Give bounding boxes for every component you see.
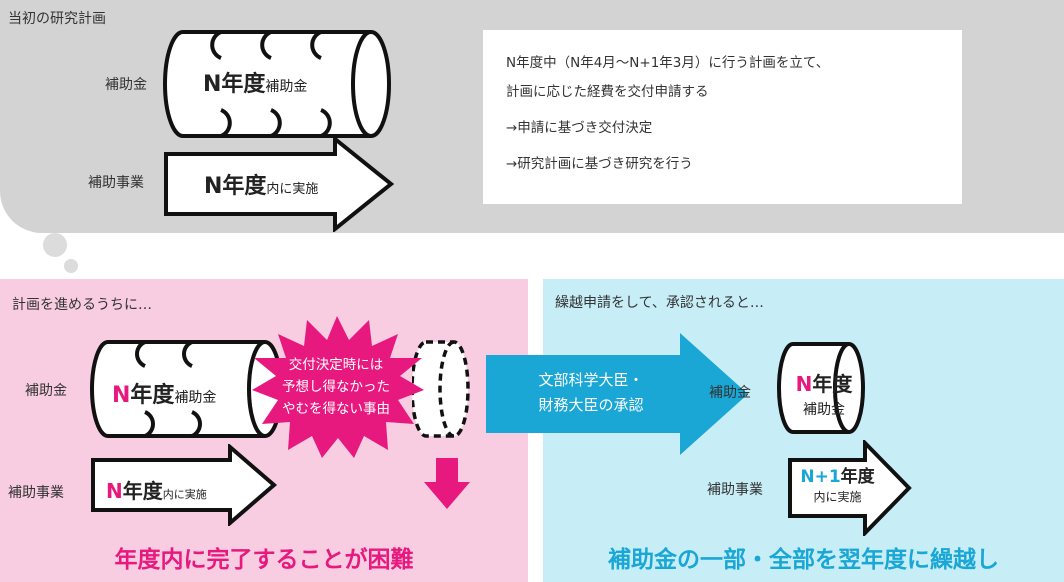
top-project-arrow xyxy=(164,136,395,232)
remaining-dashed-barrel xyxy=(412,340,470,438)
carryover-caption: 補助金の一部・全部を翌年度に繰越し xyxy=(608,547,999,573)
top-project-label: 補助事業 xyxy=(88,175,144,191)
top-barrel-sub: 補助金 xyxy=(265,79,308,95)
approval-arrow xyxy=(486,333,748,455)
info-line-1: N年度中（N年4月～N+1年3月）に行う計画を立て、 xyxy=(506,55,830,71)
top-barrel-text: N年度補助金 xyxy=(203,66,307,98)
left-project-label: 補助事業 xyxy=(8,485,64,501)
right-barrel-text: N年度 補助金 xyxy=(789,368,859,419)
top-subsidy-label: 補助金 xyxy=(105,77,147,93)
initial-plan-title: 当初の研究計画 xyxy=(8,11,106,27)
right-barrel-sub: 補助金 xyxy=(803,402,845,418)
right-barrel-year: 年度 xyxy=(812,372,853,396)
approval-text: 文部科学大臣・ 財務大臣の承認 xyxy=(506,368,676,418)
right-barrel-n: N xyxy=(795,372,813,396)
left-barrel-n: N xyxy=(112,383,131,408)
info-line-2: 計画に応じた経費を交付申請する xyxy=(506,84,709,100)
left-arrow-year: 年度 xyxy=(122,479,163,503)
top-arrow-year: N年度 xyxy=(204,174,267,199)
burst-line-3: やむを得ない事由 xyxy=(282,401,390,417)
right-project-label: 補助事業 xyxy=(707,482,763,498)
difficulty-caption: 年度内に完了することが困難 xyxy=(114,547,414,573)
top-arrow-text: N年度内に実施 xyxy=(204,168,318,200)
left-arrow-text: N年度内に実施 xyxy=(106,475,207,504)
burst-line-2: 予想し得なかった xyxy=(282,379,390,395)
top-arrow-sub: 内に実施 xyxy=(266,182,319,197)
left-arrow-sub: 内に実施 xyxy=(162,488,207,501)
right-subsidy-label: 補助金 xyxy=(709,385,751,401)
right-arrow-n1: N+1 xyxy=(800,467,841,487)
right-project-arrow xyxy=(788,440,912,536)
plan-info-box: N年度中（N年4月～N+1年3月）に行う計画を立て、 計画に応じた経費を交付申請… xyxy=(483,30,962,204)
top-subsidy-barrel xyxy=(163,30,391,138)
left-subsidy-label: 補助金 xyxy=(25,383,67,399)
left-project-arrow xyxy=(91,444,278,526)
approval-line-1: 文部科学大臣・ xyxy=(538,371,644,389)
left-barrel-sub: 補助金 xyxy=(174,390,217,406)
thought-bubble-large xyxy=(43,233,67,257)
right-arrow-text: N+1年度 内に実施 xyxy=(790,462,885,505)
right-arrow-year: 年度 xyxy=(840,467,875,487)
carryover-title: 繰越申請をして、承認されると… xyxy=(555,295,764,311)
left-barrel-text: N年度補助金 xyxy=(112,377,216,409)
right-subsidy-barrel xyxy=(777,342,865,434)
burst-line-1: 交付決定時には xyxy=(288,357,384,373)
right-arrow-sub: 内に実施 xyxy=(813,490,862,504)
info-line-3: →申請に基づき交付決定 xyxy=(506,120,653,136)
down-arrow-icon xyxy=(424,458,470,509)
difficulty-title: 計画を進めるうちに… xyxy=(12,297,152,313)
top-barrel-year: N年度 xyxy=(203,72,266,97)
approval-line-2: 財務大臣の承認 xyxy=(538,396,644,414)
info-line-4: →研究計画に基づき研究を行う xyxy=(506,156,693,172)
thought-bubble-small xyxy=(64,259,78,273)
left-barrel-year: 年度 xyxy=(130,383,175,408)
left-arrow-n: N xyxy=(106,479,123,503)
unforeseen-event-burst xyxy=(252,316,424,458)
burst-text: 交付決定時には 予想し得なかった やむを得ない事由 xyxy=(258,354,414,420)
